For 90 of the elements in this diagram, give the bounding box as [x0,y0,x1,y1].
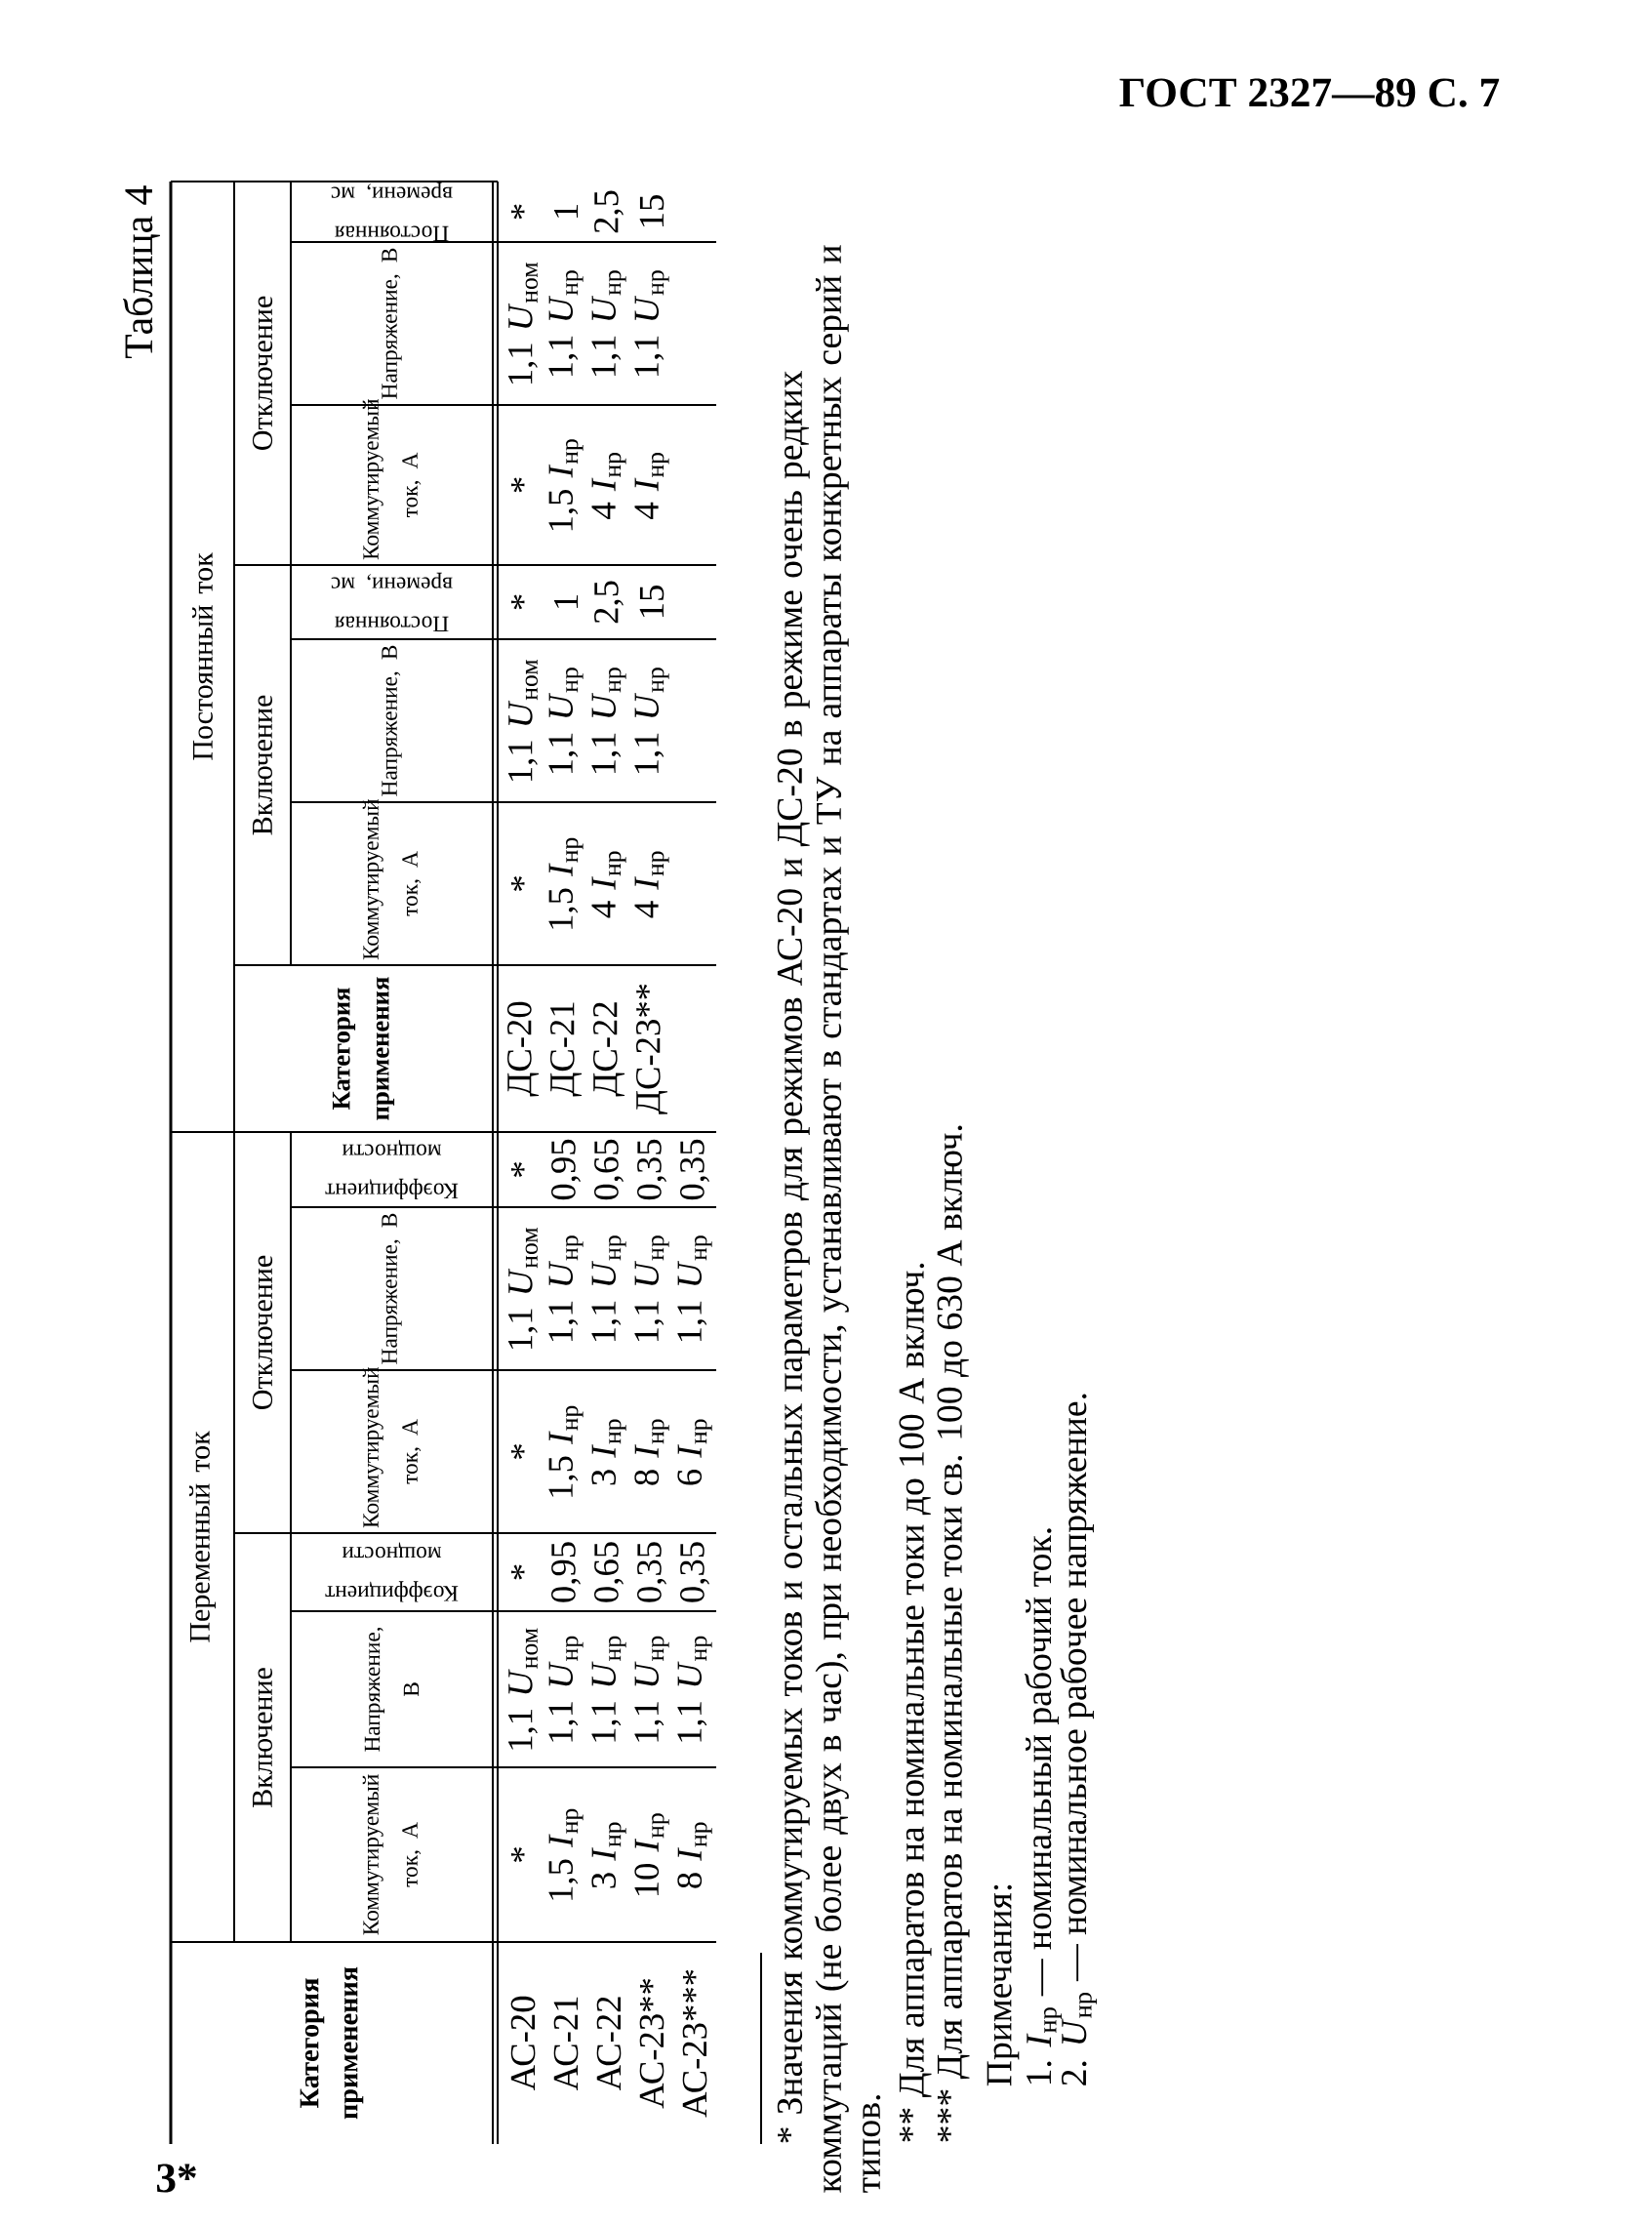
table-value: 1,1 U$_{нр}$ [591,668,626,774]
group-heading: Включение [253,1668,272,1807]
table-value: 1 [553,205,579,218]
table-value: 0,95 [551,1542,581,1602]
column-heading: Напряжение, В [364,1627,420,1752]
table-value: 2,5 [594,581,624,624]
table-value: 0,35 [680,1139,709,1200]
table-value: 1,1 U$_{нр}$ [634,1235,669,1342]
table-value: 1 [553,595,579,608]
table-value: 10 I$_{нр}$ [634,1813,669,1896]
table-value: 4 I$_{нр}$ [634,851,669,918]
table-value: 0,35 [680,1542,709,1602]
table-value: 4 I$_{нр}$ [591,851,626,918]
table-value: 1,5 I$_{нр}$ [548,439,584,531]
table-value: 2,5 [594,190,624,233]
table-value: 1,1 U$_{нр}$ [591,1636,626,1742]
table-value: 8 I$_{нр}$ [634,1419,669,1485]
table-value: 6 I$_{нр}$ [677,1419,712,1485]
table-value: 1,5 I$_{нр}$ [548,837,584,929]
column-heading: Напряжение, В [382,1213,402,1364]
table-value: 1,1 U$_{нр}$ [548,270,584,377]
table-value: 1,1 U$_{нр}$ [548,1235,584,1342]
footnote: ** Для аппаратов на номинальные токи до 100 А включ. [899,1263,932,2142]
footnote: * Значения коммутируемых токов и остальных параметров для режимов АС-20 и ДС-20 в режиме очень редких коммутаций (не более двух в час), при необходимости, устанавливают в стандартах и ТУ на аппараты конкретных серий и типов. [777,245,881,2193]
group-heading: Отключение [252,296,273,450]
row-label: АС-23** [639,1978,665,2109]
row-label: ДС-21 [550,1002,583,1097]
page-header: ГОСТ 2327—89 С. 7 [1119,78,1500,107]
table-value: 1,1 U$_{ном}$ [508,263,538,384]
column-heading: Напряжение, В [382,248,402,399]
column-heading: Коммутируемый ток, А [362,399,422,560]
table-value: 0,35 [637,1542,666,1602]
table-value: 8 I$_{нр}$ [677,1822,712,1888]
table-value: 1,1 U$_{ном}$ [508,660,538,781]
row-heading: Категория применения [300,1966,364,2120]
table-value: 1,1 U$_{нр}$ [591,270,626,377]
group-heading: Отключение [252,1255,273,1409]
table-value: 1,5 I$_{нр}$ [548,1808,584,1900]
table-value: 1,1 U$_{ном}$ [508,1628,538,1750]
column-heading: Напряжение, В [382,645,402,796]
table-value: 15 [639,586,665,618]
table-value: 1,1 U$_{нр}$ [548,668,584,774]
group-heading: Постоянный ток [192,552,213,760]
table-value: 1,1 U$_{нр}$ [677,1636,712,1742]
table-value: * [511,594,525,610]
table-value: 1,1 U$_{нр}$ [634,1636,669,1742]
footnote: *** Для аппаратов на номинальные токи св. 100 до 630 А включ. [937,1125,970,2142]
column-heading: Коэффициент мощности [325,1139,459,1199]
column-heading: Коммутируемый ток, А [362,1774,422,1935]
page-signature: 3* [156,2164,196,2193]
table-value: 3 I$_{нр}$ [591,1822,626,1888]
table-value: 1,1 U$_{ном}$ [508,1228,538,1349]
group-heading: Включение [253,695,272,835]
table-value: 4 I$_{нр}$ [591,453,626,519]
row-label: АС-22 [596,1997,622,2091]
table-value: * [511,1564,525,1580]
column-heading: Коммутируемый ток, А [362,799,422,960]
notes-heading: Примечания: [987,1884,1020,2086]
table-value: 0,65 [594,1139,624,1200]
table-value: * [511,876,525,891]
table-value: 1,1 U$_{нр}$ [677,1235,712,1342]
table-title: Таблица 4 [123,185,160,359]
row-label: АС-21 [553,1997,579,2091]
column-heading: Коммутируемый ток, А [362,1367,422,1528]
table-value: * [511,1162,525,1177]
table-value: * [511,1444,525,1459]
table-value: * [511,477,525,493]
table-value: * [511,204,525,220]
table-value: 1,1 U$_{нр}$ [548,1636,584,1742]
group-heading: Переменный ток [189,1431,216,1642]
table-value: 15 [639,195,665,227]
column-heading: Постоянная времени, мс [331,182,453,242]
column-heading: Постоянная времени, мс [331,572,453,632]
row-label: АС-20 [510,1996,536,2091]
table-value: 3 I$_{нр}$ [591,1419,626,1485]
row-label: АС-23*** [682,1969,707,2118]
table-value: 0,65 [594,1542,624,1602]
table-value: 1,5 I$_{нр}$ [548,1405,584,1497]
table-value: 1,1 U$_{нр}$ [634,270,669,377]
row-heading: Категория применения [332,977,395,1120]
table-value: 0,95 [551,1139,581,1200]
row-label: ДС-22 [593,1002,625,1097]
row-label: ДС-20 [506,1001,540,1097]
table-value: 4 I$_{нр}$ [634,453,669,519]
table-value: 0,35 [637,1139,666,1200]
table-value: 1,1 U$_{нр}$ [634,668,669,774]
column-heading: Коэффициент мощности [325,1542,459,1602]
row-label: ДС-23** [636,984,668,1114]
table-value: 1,1 U$_{нр}$ [591,1235,626,1342]
table-value: * [511,1847,525,1862]
